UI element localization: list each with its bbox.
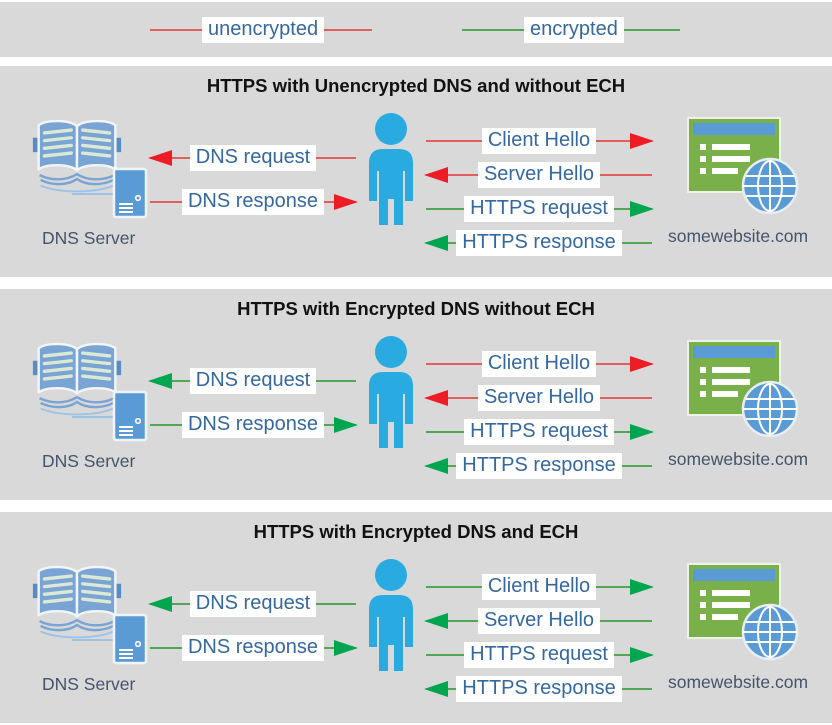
website-icon <box>687 563 799 661</box>
dns-server-icon <box>112 613 148 665</box>
arrow-https-request: HTTPS request <box>424 640 654 670</box>
arrow-label: HTTPS response <box>456 230 622 256</box>
legend-line-left <box>462 28 524 31</box>
panel-title: HTTPS with Unencrypted DNS and without E… <box>206 75 626 96</box>
arrowhead-left-icon <box>424 167 448 183</box>
arrow-label: DNS response <box>181 189 325 215</box>
arrow-dns-request: DNS request <box>148 589 358 619</box>
arrow-label: Server Hello <box>477 608 601 634</box>
arrow-client-hello: Client Hello <box>424 349 654 379</box>
arrowhead-left-icon <box>424 613 448 629</box>
dns-book-icon <box>32 342 122 416</box>
arrowhead-left-icon <box>424 458 448 474</box>
scenario-panel: HTTPS with Unencrypted DNS and without E… <box>0 66 832 277</box>
website-label: somewebsite.com <box>667 449 809 469</box>
arrowhead-left-icon <box>148 596 172 612</box>
arrow-https-request: HTTPS request <box>424 194 654 224</box>
arrow-dns-response: DNS response <box>148 633 358 663</box>
website-label: somewebsite.com <box>667 672 809 692</box>
arrow-https-response: HTTPS response <box>424 674 654 704</box>
dns-server-label: DNS Server <box>42 228 136 248</box>
book-server-connector <box>72 416 114 418</box>
arrowhead-right-icon <box>630 356 654 372</box>
legend-label: unencrypted <box>202 16 325 43</box>
arrowhead-right-icon <box>334 417 358 433</box>
scenario-panel: HTTPS with Encrypted DNS without ECH <box>0 289 832 500</box>
arrow-https-response: HTTPS response <box>424 451 654 481</box>
arrowhead-right-icon <box>334 194 358 210</box>
arrow-server-hello: Server Hello <box>424 160 654 190</box>
arrow-label: Server Hello <box>477 385 601 411</box>
person-icon <box>369 113 413 225</box>
arrow-client-hello: Client Hello <box>424 572 654 602</box>
arrow-label: DNS request <box>189 368 317 394</box>
arrow-label: DNS response <box>181 412 325 438</box>
arrow-label: Client Hello <box>481 351 597 377</box>
book-server-connector <box>72 193 114 195</box>
arrow-label: DNS response <box>181 635 325 661</box>
arrow-label: DNS request <box>189 591 317 617</box>
arrow-dns-response: DNS response <box>148 410 358 440</box>
arrowhead-left-icon <box>148 373 172 389</box>
arrowhead-left-icon <box>424 235 448 251</box>
arrow-label: HTTPS request <box>464 419 614 445</box>
arrow-label: HTTPS response <box>456 453 622 479</box>
arrow-label: Client Hello <box>481 128 597 154</box>
dns-server-icon <box>112 390 148 442</box>
arrowhead-right-icon <box>630 133 654 149</box>
arrow-https-request: HTTPS request <box>424 417 654 447</box>
arrow-https-response: HTTPS response <box>424 228 654 258</box>
panel-title: HTTPS with Encrypted DNS without ECH <box>237 298 595 319</box>
arrowhead-left-icon <box>424 681 448 697</box>
arrowhead-left-icon <box>424 390 448 406</box>
arrow-label: Server Hello <box>477 162 601 188</box>
arrowhead-right-icon <box>630 579 654 595</box>
arrow-server-hello: Server Hello <box>424 383 654 413</box>
dns-book-icon <box>32 119 122 193</box>
arrow-label: HTTPS request <box>464 196 614 222</box>
arrow-dns-request: DNS request <box>148 143 358 173</box>
legend-label: encrypted <box>524 16 624 43</box>
legend-line-right <box>623 28 680 31</box>
dns-server-label: DNS Server <box>42 451 136 471</box>
dns-server-label: DNS Server <box>42 674 136 694</box>
arrow-label: Client Hello <box>481 574 597 600</box>
arrowhead-right-icon <box>630 201 654 217</box>
website-icon <box>687 117 799 215</box>
arrow-label: DNS request <box>189 145 317 171</box>
panel-title: HTTPS with Encrypted DNS and ECH <box>253 521 579 542</box>
legend-item-unencrypted: unencrypted <box>150 2 373 57</box>
scenario-panel: HTTPS with Encrypted DNS and ECH <box>0 512 832 723</box>
arrowhead-right-icon <box>334 640 358 656</box>
legend-item-encrypted: encrypted <box>462 2 680 57</box>
website-icon <box>687 340 799 438</box>
website-label: somewebsite.com <box>667 226 809 246</box>
arrow-client-hello: Client Hello <box>424 126 654 156</box>
arrow-label: HTTPS response <box>456 676 622 702</box>
arrow-label: HTTPS request <box>464 642 614 668</box>
arrowhead-left-icon <box>148 150 172 166</box>
arrowhead-right-icon <box>630 647 654 663</box>
legend-bar: unencrypted encrypted <box>0 2 832 57</box>
dns-book-icon <box>32 565 122 639</box>
dns-server-icon <box>112 167 148 219</box>
person-icon <box>369 336 413 448</box>
arrow-dns-response: DNS response <box>148 187 358 217</box>
legend-line-right <box>324 28 373 31</box>
arrowhead-right-icon <box>630 424 654 440</box>
legend-line-left <box>150 28 202 31</box>
arrow-server-hello: Server Hello <box>424 606 654 636</box>
arrow-dns-request: DNS request <box>148 366 358 396</box>
person-icon <box>369 559 413 671</box>
book-server-connector <box>72 639 114 641</box>
